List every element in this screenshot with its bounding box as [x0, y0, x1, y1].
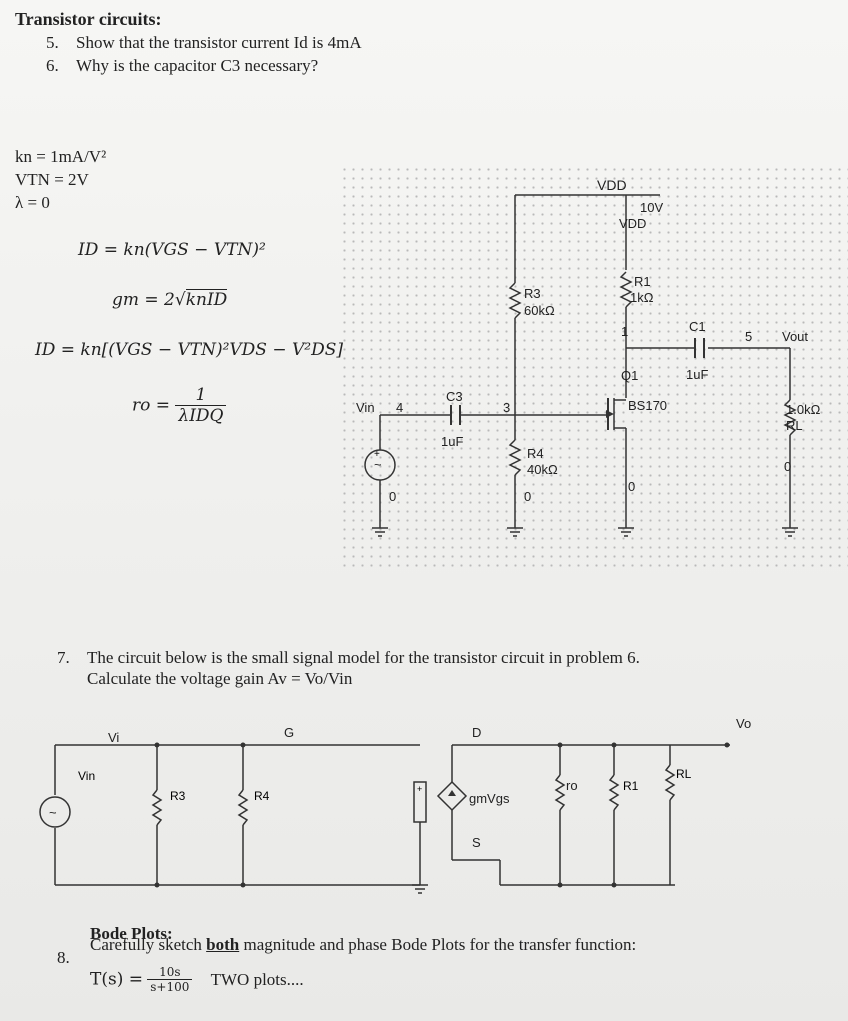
question-6-number: 6.	[46, 56, 59, 75]
r1-resistor-icon	[619, 271, 633, 308]
node-0-q1: 0	[628, 479, 635, 494]
ss-r1-label: R1	[623, 779, 639, 793]
question-5-number: 5.	[46, 33, 59, 52]
ss-vi-label: Vi	[108, 730, 119, 745]
question-5-text: Show that the transistor current Id is 4…	[76, 33, 362, 52]
ss-ro-label: ro	[566, 778, 578, 793]
question-8-pre: Carefully sketch	[90, 935, 207, 954]
node-1: 1	[621, 324, 628, 339]
formula-ro-lhs: ro =	[132, 395, 171, 416]
ss-rl-resistor-icon	[664, 764, 676, 801]
vout-label: Vout	[782, 329, 808, 344]
rl-resistor-icon	[783, 399, 797, 436]
r1-value: 1kΩ	[630, 290, 654, 305]
down-arrow-icon	[448, 790, 456, 796]
formula-id-linear: ID = kn[(VGS − VTN)²VDS − V²DS]	[35, 340, 344, 360]
ss-r4-resistor-icon	[237, 789, 249, 826]
question-7-text: The circuit below is the small signal mo…	[87, 648, 640, 667]
ss-r4-label: R4	[254, 789, 270, 803]
node-0-rl: 0	[784, 459, 791, 474]
plus-icon: +	[374, 449, 380, 460]
q1-name: Q1	[621, 368, 638, 383]
tf-tail: TWO plots....	[210, 969, 304, 989]
ss-ac-source-icon: ~	[49, 805, 57, 820]
ss-plus-icon: +	[417, 784, 422, 794]
node-0-source: 0	[389, 489, 396, 504]
ac-source-icon: ~	[374, 457, 382, 472]
question-7-text-line2: Calculate the voltage gain Av = Vo/Vin	[87, 669, 353, 688]
ss-vo-label: Vo	[736, 716, 751, 731]
transfer-function: T(s) = 10s s+100 TWO plots....	[90, 965, 304, 994]
tf-denominator: s+100	[150, 980, 190, 994]
tf-lhs: T(s) =	[90, 969, 143, 990]
section-title: Transistor circuits:	[15, 9, 162, 29]
formula-ro: ro = 1 λIDQ	[132, 385, 227, 426]
tf-numerator: 10s	[147, 965, 193, 980]
q1-model: BS170	[628, 398, 667, 413]
formula-ro-fraction: 1 λIDQ	[175, 385, 227, 426]
ss-gm-label: gmVgs	[469, 791, 510, 806]
tf-fraction: 10s s+100	[147, 965, 193, 994]
r3-resistor-icon	[508, 282, 522, 319]
question-8-line: Carefully sketch both magnitude and phas…	[90, 935, 636, 955]
vdd-name: VDD	[619, 216, 646, 231]
question-7-number: 7.	[57, 648, 70, 667]
rl-value: 1.0kΩ	[786, 402, 821, 417]
node-3: 3	[503, 400, 510, 415]
formula-gm: gm = 2√knID	[112, 289, 228, 310]
vin-label: Vin	[356, 400, 375, 415]
formula-gm-root: knID	[185, 289, 228, 310]
param-kn: kn = 1mA/V²	[15, 147, 107, 166]
node-5: 5	[745, 329, 752, 344]
vdd-label: VDD	[597, 177, 627, 193]
c1-value: 1uF	[686, 367, 708, 382]
ss-r3-label: R3	[170, 789, 186, 803]
question-8-both: both	[206, 935, 240, 954]
formula-ro-denominator: λIDQ	[178, 406, 224, 426]
c3-value: 1uF	[441, 434, 463, 449]
ss-s-label: S	[472, 835, 481, 850]
ss-vin-label: Vin	[78, 769, 95, 783]
question-8-post: magnitude and phase Bode Plots for the t…	[239, 935, 637, 954]
ss-r1-resistor-icon	[608, 774, 620, 811]
param-lambda: λ = 0	[15, 193, 50, 212]
schematic-grid	[340, 165, 848, 570]
question-6-text: Why is the capacitor C3 necessary?	[76, 56, 319, 75]
r4-resistor-icon	[508, 439, 522, 476]
c3-name: C3	[446, 389, 463, 404]
ss-rl-label: RL	[676, 767, 692, 781]
ss-ro-resistor-icon	[554, 774, 566, 811]
ss-d-label: D	[472, 725, 481, 740]
ss-ground-icon	[412, 880, 428, 894]
vdd-value: 10V	[640, 200, 663, 215]
ground-icons	[372, 527, 798, 537]
node-0-r4: 0	[524, 489, 531, 504]
r3-name: R3	[524, 286, 541, 301]
rl-name: RL	[786, 418, 803, 433]
formula-id-saturation: ID = kn(VGS − VTN)²	[78, 240, 266, 260]
formula-ro-numerator: 1	[175, 385, 227, 406]
r3-value: 60kΩ	[524, 303, 555, 318]
bode-heading: Bode Plots:	[90, 924, 173, 943]
sqrt-icon: √	[174, 290, 186, 310]
r1-name: R1	[634, 274, 651, 289]
question-8-number-label: 8.	[57, 948, 70, 967]
r4-value: 40kΩ	[527, 462, 558, 477]
node-4: 4	[396, 400, 403, 415]
mosfet-arrow-icon	[606, 410, 614, 418]
ss-g-label: G	[284, 725, 294, 740]
param-vtn: VTN = 2V	[15, 170, 89, 189]
r4-name: R4	[527, 446, 544, 461]
c1-name: C1	[689, 319, 706, 334]
formula-gm-lhs: gm = 2	[112, 290, 175, 310]
ss-r3-resistor-icon	[151, 789, 163, 826]
